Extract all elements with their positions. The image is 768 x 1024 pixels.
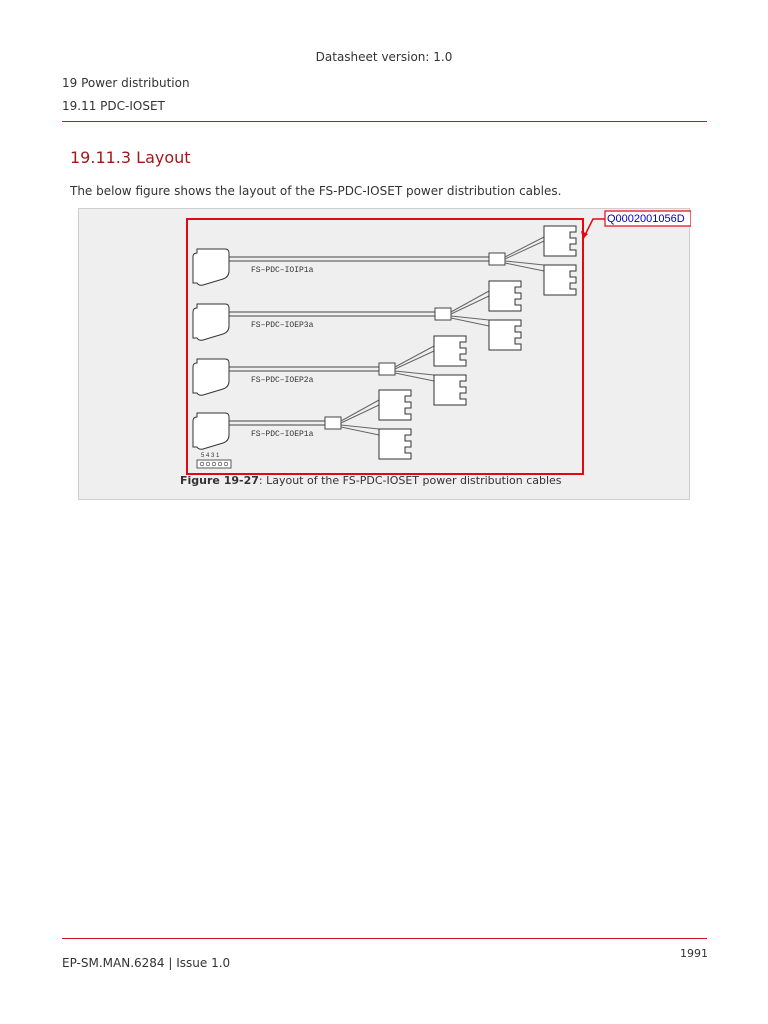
figure-caption-text: : Layout of the FS-PDC-IOSET power distr… — [258, 474, 562, 487]
highlight-frame — [186, 218, 584, 475]
footer-divider — [62, 938, 707, 939]
cable-layout-diagram: Q0002001056D FS–PDC–IOIP1a FS–PDC–IOEP3a — [186, 210, 691, 475]
reference-arrow — [582, 218, 605, 240]
pin-connector-detail — [196, 459, 232, 469]
figure-caption: Figure 19-27: Layout of the FS-PDC-IOSET… — [180, 474, 562, 487]
terminal-block-b — [488, 319, 522, 351]
terminal-block-a — [543, 225, 577, 257]
cable-label-4: FS–PDC–IOEP1a — [251, 430, 314, 439]
terminal-block-b — [378, 428, 412, 460]
connector-housing — [192, 358, 230, 396]
page-number: 1991 — [680, 947, 708, 960]
header-divider — [62, 121, 707, 122]
cable-4: FS–PDC–IOEP1a — [192, 389, 412, 460]
figure-caption-prefix: Figure 19-27 — [180, 474, 259, 487]
reference-tag-text: Q0002001056D — [607, 213, 685, 225]
cable-2: FS–PDC–IOEP3a — [192, 280, 522, 351]
terminal-block-b — [433, 374, 467, 406]
terminal-block-b — [543, 264, 577, 296]
connector-housing — [192, 303, 230, 341]
figure-container: Q0002001056D FS–PDC–IOIP1a FS–PDC–IOEP3a — [78, 208, 691, 500]
cable-1: FS–PDC–IOIP1a — [192, 225, 577, 296]
document-id: EP-SM.MAN.6284 | Issue 1.0 — [62, 956, 231, 970]
cable-label-1: FS–PDC–IOIP1a — [251, 266, 314, 275]
section-heading: 19.11.3 Layout — [70, 148, 191, 167]
section-breadcrumb-level2: 19.11 PDC-IOSET — [62, 99, 165, 113]
reference-arrowhead — [581, 231, 588, 239]
pin-numbers: 5 4 3 1 — [201, 453, 220, 459]
terminal-block-a — [433, 335, 467, 367]
connector-housing — [192, 412, 230, 450]
terminal-block-a — [488, 280, 522, 312]
cable-3: FS–PDC–IOEP2a — [192, 335, 467, 406]
terminal-block-a — [378, 389, 412, 421]
cable-label-2: FS–PDC–IOEP3a — [251, 321, 314, 330]
connector-housing — [192, 248, 230, 286]
intro-paragraph: The below figure shows the layout of the… — [70, 184, 562, 198]
datasheet-version: Datasheet version: 1.0 — [315, 50, 453, 64]
section-breadcrumb-level1: 19 Power distribution — [62, 76, 190, 90]
cable-label-3: FS–PDC–IOEP2a — [251, 376, 314, 385]
